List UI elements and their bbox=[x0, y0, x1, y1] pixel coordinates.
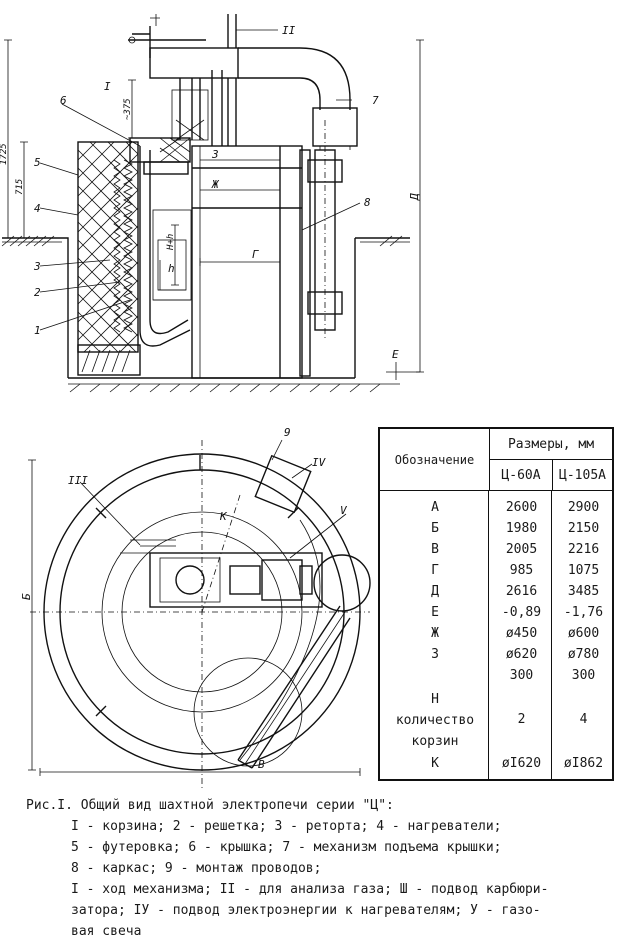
row-H-line2: количество bbox=[395, 713, 475, 728]
label-1: 1 bbox=[34, 324, 41, 337]
header-model-2: Ц-105А bbox=[553, 460, 612, 491]
dim-375: ~375 bbox=[123, 98, 133, 120]
dim-1725: 1725 bbox=[0, 143, 9, 165]
label-9: 9 bbox=[284, 426, 291, 439]
dim-E: Е bbox=[392, 348, 399, 361]
label-4: 4 bbox=[34, 202, 41, 215]
caption-line: 8 - каркас; 9 - монтаж проводов; bbox=[71, 861, 322, 876]
label-3: 3 bbox=[33, 260, 41, 273]
dimensions-table: Обозначение Размеры, мм Ц-60А Ц-105А А 2… bbox=[378, 427, 614, 781]
table-row: Б 1980 2150 bbox=[431, 521, 600, 536]
label-B: Б bbox=[20, 593, 33, 600]
label-roman-III: III bbox=[68, 474, 88, 487]
label-6: 6 bbox=[60, 94, 67, 107]
row-H-name: Н bbox=[431, 692, 439, 707]
label-5: 5 bbox=[34, 156, 41, 169]
table-row: Ж ø450 ø600 bbox=[431, 626, 600, 641]
dim-715: 715 bbox=[15, 179, 25, 195]
header-sizes: Размеры, мм bbox=[490, 429, 612, 460]
label-roman-IV: IV bbox=[312, 456, 327, 469]
table-row: Е -0,89 -1,76 bbox=[431, 605, 604, 620]
label-8: 8 bbox=[364, 196, 371, 209]
label-roman-V: V bbox=[340, 504, 348, 517]
header-designation: Обозначение bbox=[380, 429, 490, 491]
table-row: К øI620 øI862 bbox=[431, 756, 604, 771]
table-row: З ø620 ø780 bbox=[431, 647, 600, 662]
dim-D: Д bbox=[408, 193, 421, 201]
label-V: В bbox=[258, 758, 265, 771]
label-K: К bbox=[219, 510, 228, 523]
side-view: 6 5 4 3 2 1 7 8 I II 1725 715 ~375 Д Е Г… bbox=[0, 14, 424, 393]
header-model-1: Ц-60А bbox=[490, 460, 553, 491]
table-row: Г 985 1075 bbox=[431, 563, 600, 578]
table-row: А 2600 2900 bbox=[431, 500, 600, 515]
table-row: В 2005 2216 bbox=[431, 542, 600, 557]
caption-line: I - ход механизма; II - для анализа газа… bbox=[71, 882, 549, 897]
furnace-drawing: 6 5 4 3 2 1 7 8 I II 1725 715 ~375 Д Е Г… bbox=[0, 14, 424, 790]
caption-line: 5 - футеровка; 6 - крышка; 7 - механизм … bbox=[71, 840, 502, 855]
caption-title: Рис.I. Общий вид шахтной электропечи сер… bbox=[26, 798, 394, 813]
dim-Zh: Ж bbox=[211, 178, 220, 191]
label-roman-I: I bbox=[104, 80, 111, 93]
table-row: Д 2616 3485 bbox=[431, 584, 600, 599]
table-row: 300 300 bbox=[509, 668, 596, 683]
dim-H-plus-h: H+h bbox=[166, 234, 176, 251]
label-7: 7 bbox=[372, 94, 379, 107]
dim-Z: З bbox=[211, 148, 219, 161]
caption-line: затора; IУ - подвод электроэнергии к наг… bbox=[71, 903, 541, 918]
plan-view: 9 IV III V К Б В bbox=[20, 426, 371, 790]
label-2: 2 bbox=[34, 286, 41, 299]
figure-caption: Рис.I. Общий вид шахтной электропечи сер… bbox=[26, 795, 616, 942]
label-roman-II: II bbox=[282, 24, 296, 37]
dim-h: h bbox=[168, 262, 175, 275]
row-H-line3: корзин bbox=[411, 734, 459, 749]
caption-line: вая свеча bbox=[71, 924, 142, 939]
table-row: 2 4 bbox=[517, 712, 588, 727]
caption-line: I - корзина; 2 - решетка; 3 - реторта; 4… bbox=[71, 819, 502, 834]
dim-G: Г bbox=[252, 248, 259, 261]
